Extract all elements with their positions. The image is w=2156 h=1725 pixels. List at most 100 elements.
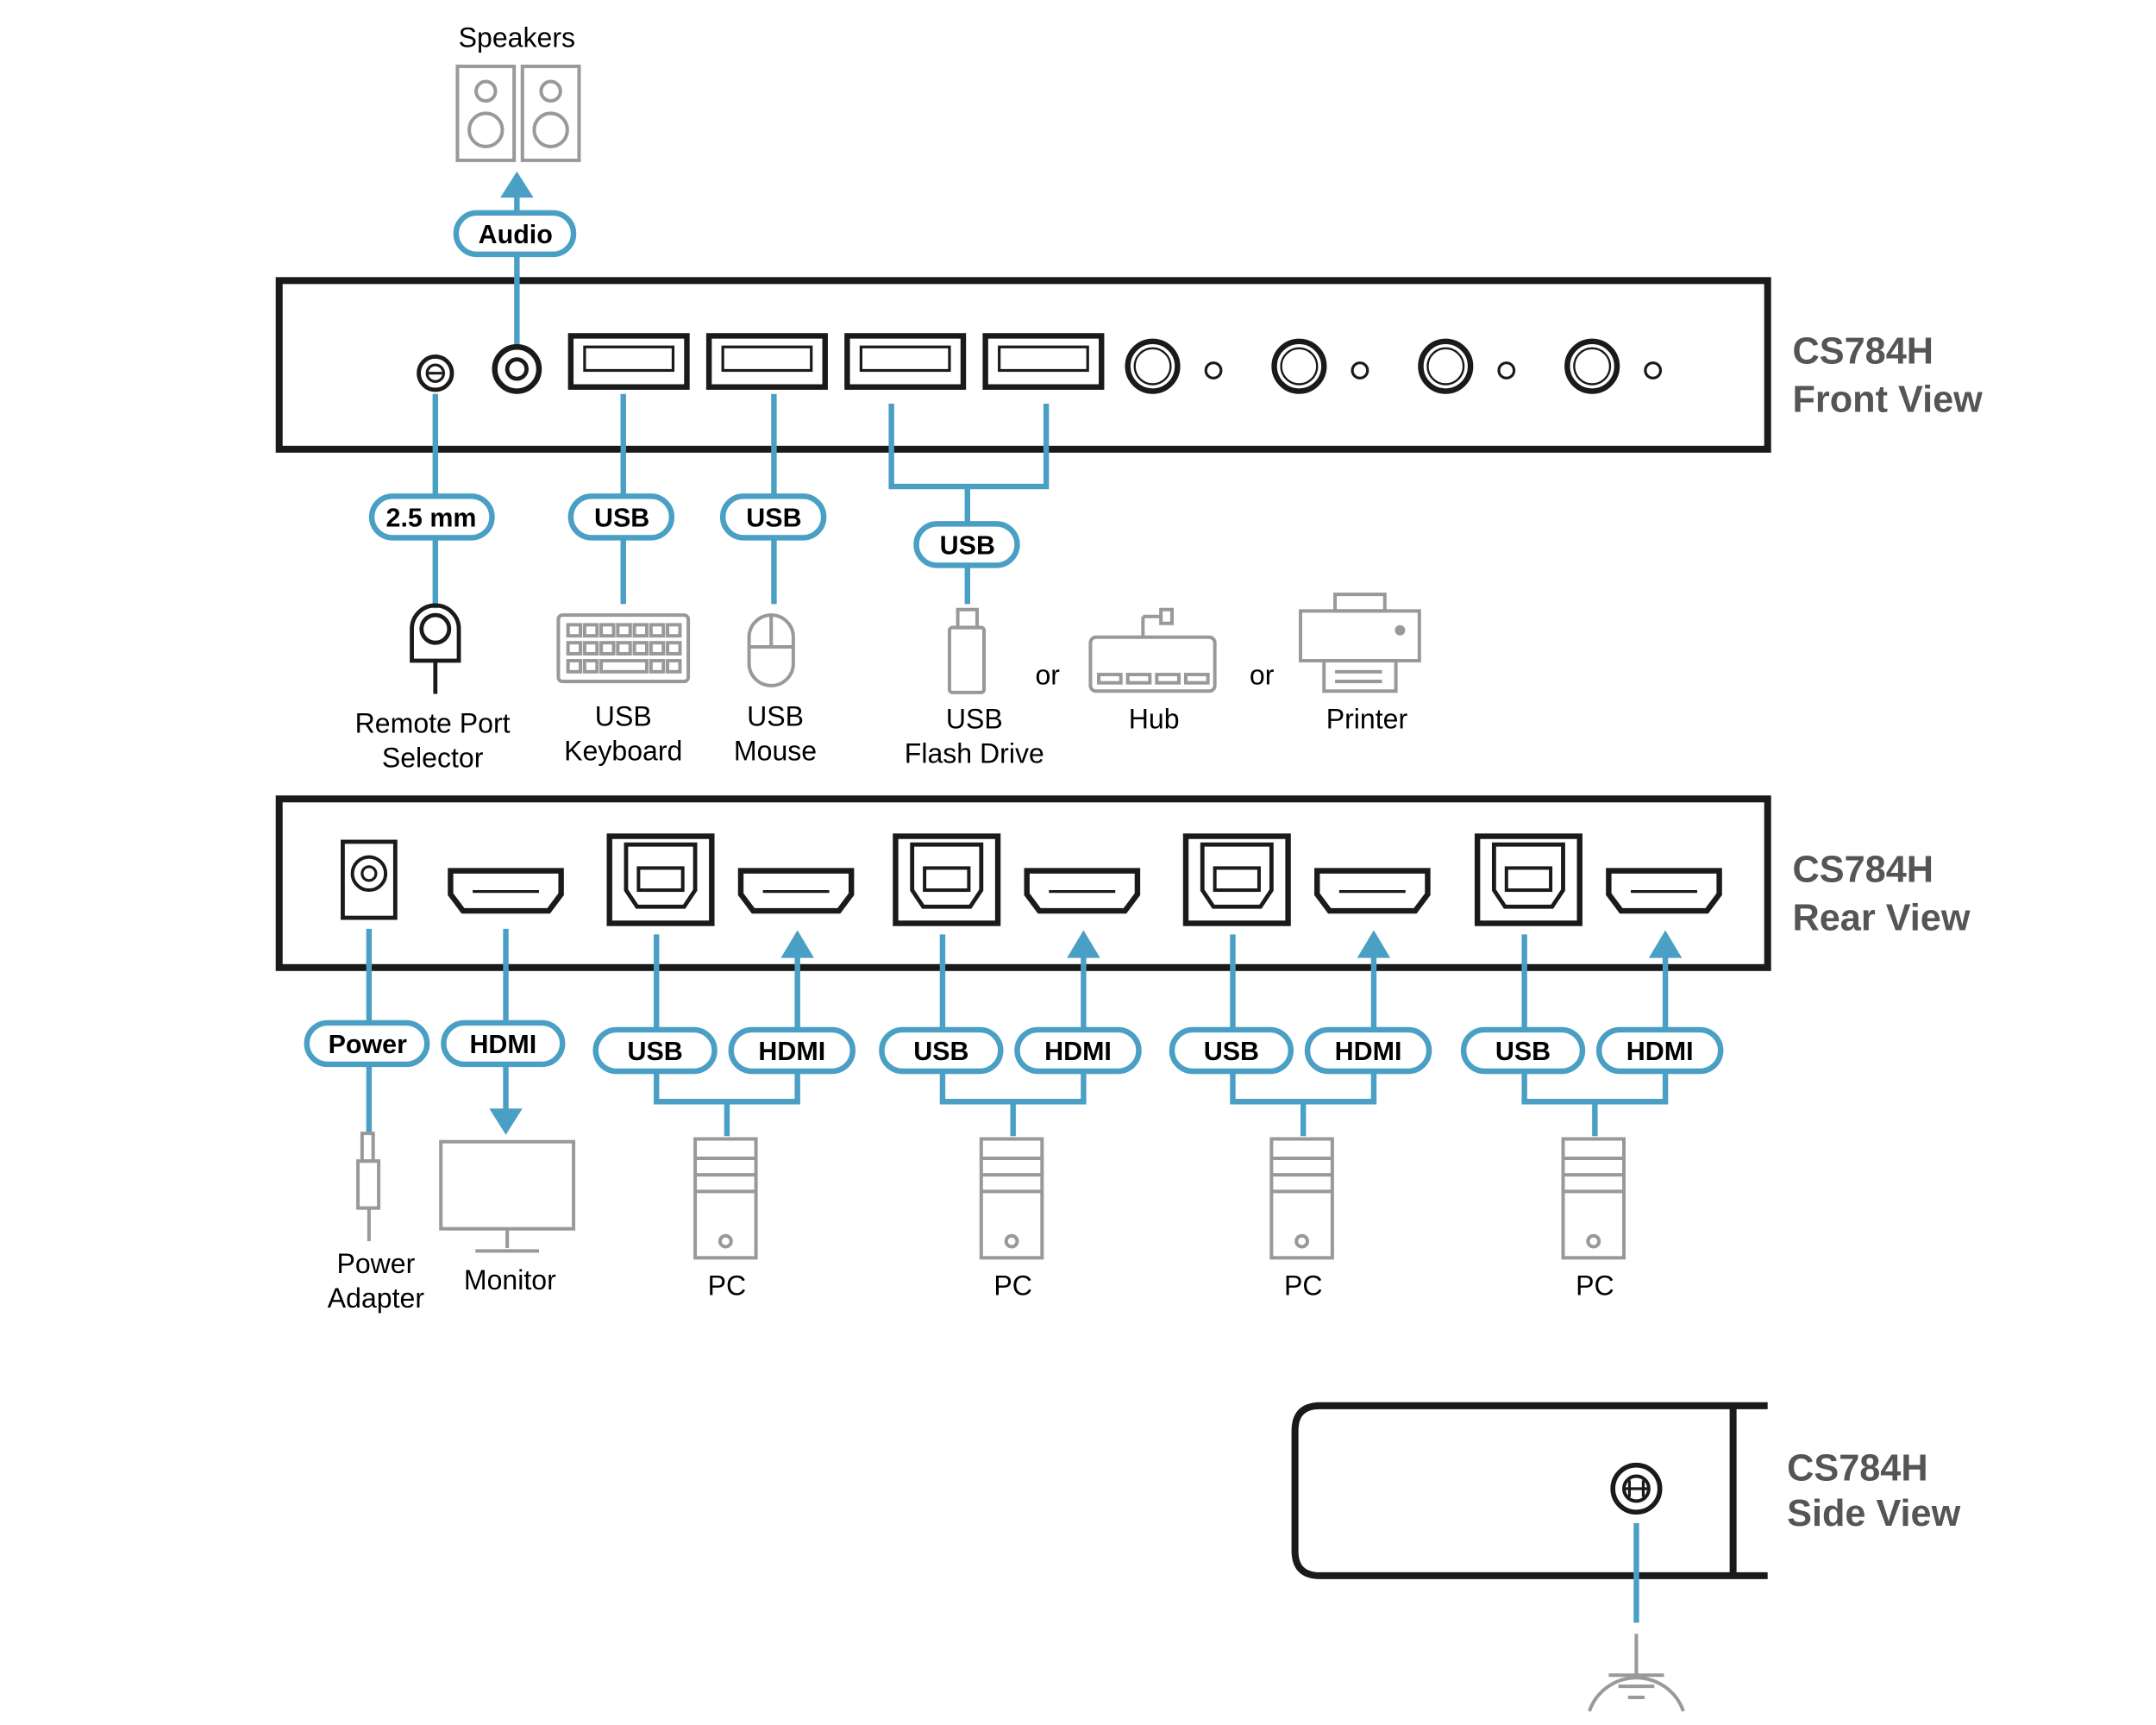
- printer-icon: [1299, 593, 1421, 693]
- usb-a-port-4: [982, 333, 1105, 390]
- pc-label: PC: [708, 1270, 747, 1302]
- rear-title-line-1: CS784H: [1793, 849, 1934, 890]
- hdmi-in-port: [737, 868, 855, 914]
- hdmi-pill: [1014, 1026, 1142, 1075]
- usb-a-port-2: [705, 333, 828, 390]
- grounding-terminal-icon: [1610, 1462, 1663, 1515]
- remote-selector-icon: [410, 603, 461, 694]
- earth-ground-icon: [1588, 1634, 1685, 1712]
- keyboard-icon: [556, 613, 691, 684]
- mouse-label-1: USB: [747, 700, 804, 731]
- pc-label: PC: [1284, 1270, 1323, 1302]
- hdmi-out-port: [448, 868, 564, 914]
- audio-jack: [492, 344, 542, 394]
- monitor-connection: HDMI Monitor: [439, 868, 576, 1295]
- hdmi-pill-text: HDMI: [1335, 1037, 1402, 1066]
- front-view: Speakers Audio 2.5 mm: [275, 22, 1984, 773]
- arrow-up-icon: [500, 171, 534, 198]
- hdmi-pill-text: HDMI: [1044, 1037, 1112, 1066]
- keyboard-label-2: Keyboard: [564, 735, 682, 766]
- usb-b-port: [1182, 833, 1291, 926]
- usb-keyboard-pill: [567, 493, 675, 541]
- remote-label-2: Selector: [382, 742, 484, 773]
- arrow-up-icon: [780, 930, 814, 958]
- rear-view: Power Power Adapter HDMI: [275, 795, 1971, 1314]
- pc-group-4: USB HDMI PC: [1460, 833, 1724, 1302]
- remote-pill: [368, 493, 495, 541]
- pc-tower-icon: [693, 1137, 758, 1260]
- hdmi-out-pill: [441, 1019, 566, 1068]
- arrow-up-icon: [1648, 930, 1683, 958]
- side-view: CS784H Side View: [1291, 1402, 1961, 1712]
- power-pill-text: Power: [329, 1030, 407, 1059]
- power-pill: [304, 1019, 430, 1068]
- speakers-icon: [455, 64, 581, 162]
- hdmi-pill: [1304, 1026, 1432, 1075]
- usb-b-port: [606, 833, 715, 926]
- monitor-label: Monitor: [464, 1264, 556, 1295]
- or-label-1: or: [1035, 659, 1060, 690]
- side-panel: [1291, 1402, 1768, 1579]
- usb-mouse-pill-text: USB: [746, 504, 801, 533]
- or-label-2: or: [1250, 659, 1275, 690]
- pc-label: PC: [1576, 1270, 1614, 1302]
- power-label-2: Adapter: [328, 1283, 425, 1314]
- arrow-down-icon: [489, 1108, 523, 1135]
- shared-usb-connection: USB USB Flash Drive or Hub or: [888, 403, 1421, 769]
- usb-pill-text: USB: [1204, 1037, 1259, 1066]
- front-panel: [275, 277, 1771, 453]
- remote-label-1: Remote Port: [355, 707, 511, 738]
- pc-group-3: USB HDMI PC: [1169, 833, 1432, 1302]
- usb-pill: [592, 1026, 718, 1075]
- usb-b-port: [893, 833, 1001, 926]
- power-jack: [341, 839, 398, 920]
- usb-pill: [1169, 1026, 1294, 1075]
- power-label-1: Power: [336, 1248, 415, 1279]
- mouse-icon: [747, 613, 795, 687]
- hdmi-pill: [1595, 1026, 1724, 1075]
- usb-pill-text: USB: [1495, 1037, 1551, 1066]
- power-connection: Power Power Adapter: [304, 839, 430, 1314]
- mouse-connection: USB USB Mouse: [719, 393, 827, 766]
- usb-pill: [879, 1026, 1004, 1075]
- usb-shared-pill-text: USB: [940, 531, 995, 561]
- printer-label: Printer: [1326, 704, 1408, 735]
- rear-title-line-2: Rear View: [1793, 898, 1971, 939]
- pc-tower-icon: [979, 1137, 1044, 1260]
- arrow-up-icon: [1067, 930, 1100, 958]
- front-title-line-1: CS784H: [1793, 330, 1934, 372]
- hdmi-pill-text: HDMI: [1626, 1037, 1694, 1066]
- port-buttons: [1125, 338, 1663, 394]
- usb-a-port-1: [567, 333, 690, 390]
- hdmi-pill: [728, 1026, 856, 1075]
- hdmi-in-port: [1606, 868, 1722, 914]
- usb-mouse-pill: [719, 493, 827, 541]
- keyboard-connection: USB USB Keyboard: [556, 393, 691, 766]
- front-usb-ports: [567, 333, 1105, 390]
- remote-pill-text: 2.5 mm: [386, 504, 477, 533]
- audio-pill: [453, 210, 577, 258]
- hdmi-pill-text: HDMI: [758, 1037, 825, 1066]
- pc-tower-icon: [1269, 1137, 1334, 1260]
- monitor-icon: [439, 1139, 576, 1253]
- speakers-label: Speakers: [459, 22, 575, 53]
- mouse-label-2: Mouse: [734, 735, 817, 766]
- remote-port-connection: 2.5 mm Remote Port Selector: [355, 354, 511, 773]
- power-plug-icon: [356, 1132, 381, 1242]
- audio-connection: Audio: [453, 171, 577, 394]
- usb-pill: [1460, 1026, 1586, 1075]
- flash-label-2: Flash Drive: [905, 738, 1044, 769]
- front-title-line-2: Front View: [1793, 380, 1984, 421]
- pc-label: PC: [993, 1270, 1032, 1302]
- usb-b-port: [1474, 833, 1583, 926]
- hub-label: Hub: [1129, 704, 1180, 735]
- keyboard-label-1: USB: [595, 700, 652, 731]
- side-title-line-1: CS784H: [1787, 1447, 1927, 1489]
- flash-label-1: USB: [946, 704, 1003, 735]
- usb-a-port-3: [844, 333, 967, 390]
- audio-pill-text: Audio: [479, 220, 553, 249]
- usb-shared-pill: [913, 521, 1020, 568]
